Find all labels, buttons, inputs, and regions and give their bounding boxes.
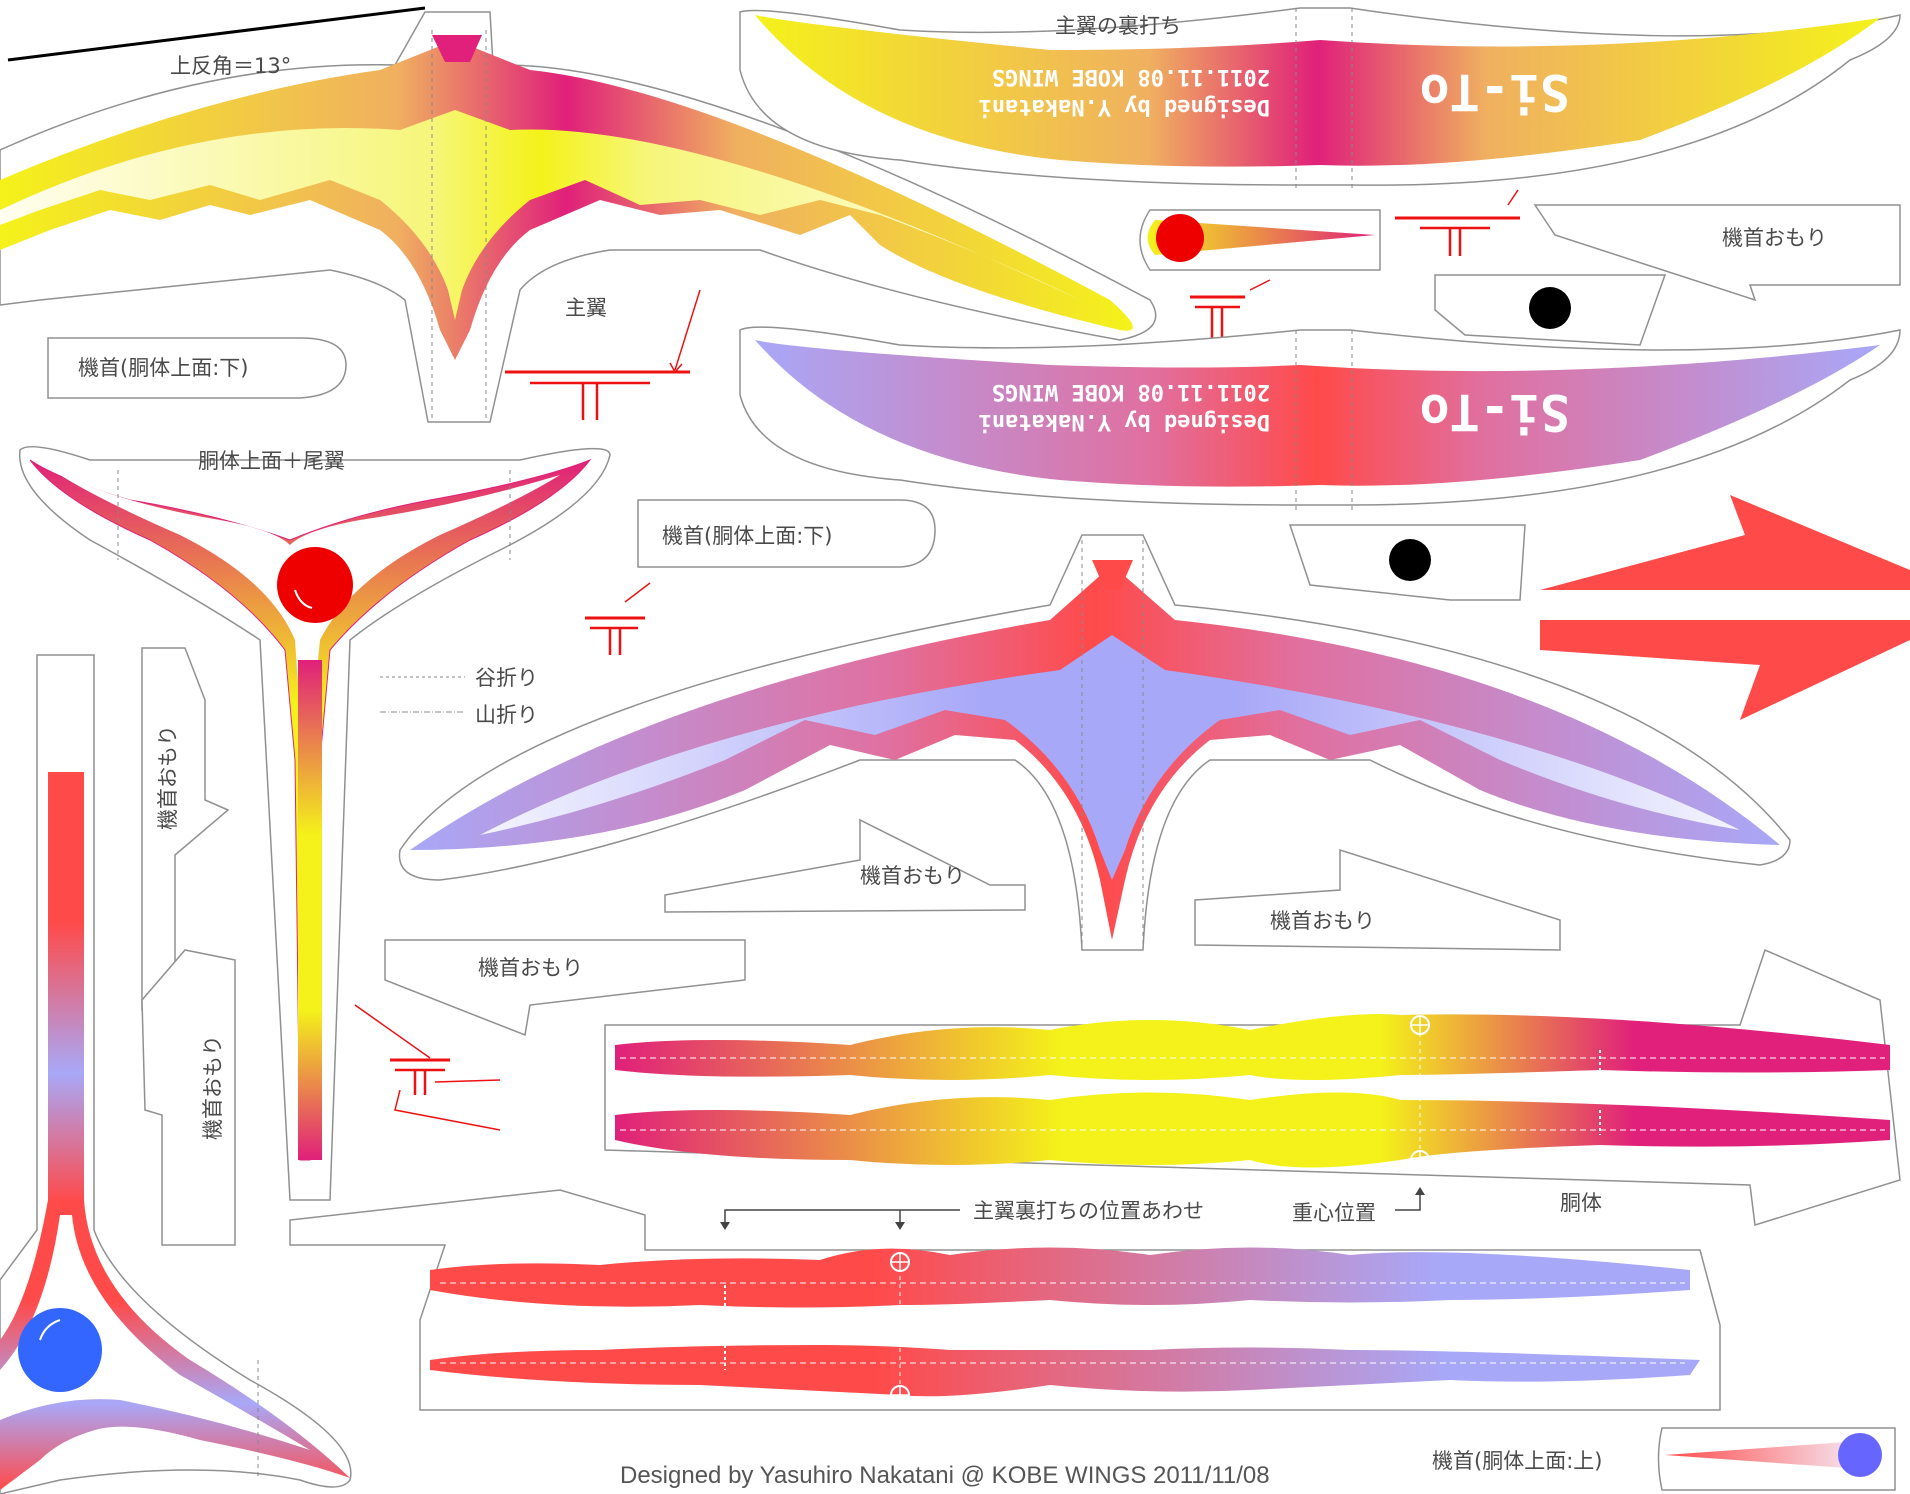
- wing-back-yellow: Si-To Designed by Y.Nakatani 2011.11.08 …: [739, 7, 1901, 190]
- svg-text:機首(胴体上面:下): 機首(胴体上面:下): [662, 524, 832, 548]
- wing-back-date-red: 2011.11.08 KOBE WINGS: [992, 379, 1270, 404]
- nose-weight-part-4: 機首おもり: [384, 939, 746, 1037]
- fuselage-label: 胴体: [1560, 1191, 1602, 1215]
- fuselage-top-tail-label: 胴体上面＋尾翼: [198, 449, 345, 473]
- valley-fold-label: 谷折り: [475, 666, 538, 690]
- wing-back-red: Si-To Designed by Y.Nakatani 2011.11.08 …: [739, 326, 1901, 510]
- svg-text:機首(胴体上面:下): 機首(胴体上面:下): [78, 356, 248, 380]
- wing-back-name-red: Si-To: [1419, 383, 1570, 441]
- nose-weight-vlabel-2: 機首おもり: [201, 1035, 225, 1140]
- dihedral-label: 上反角＝13°: [170, 54, 291, 78]
- nose-part-1: 機首(胴体上面:下): [47, 337, 347, 399]
- nose-weight-vlabel-1: 機首おもり: [156, 725, 180, 830]
- tail-arrow-red: [1540, 495, 1910, 720]
- fuselage-top-tail-yellow: [18, 445, 611, 1201]
- nose-weight-part-2: 機首おもり: [664, 818, 1026, 913]
- svg-text:機首おもり: 機首おもり: [1270, 909, 1375, 933]
- eye-part-2: [1288, 524, 1526, 601]
- eye-part-1: [1434, 274, 1667, 346]
- wing-back-designer-yellow: Designed by Y.Nakatani: [979, 94, 1270, 119]
- nose-weight-part-3: 機首おもり: [1194, 848, 1561, 951]
- fold-mark-1: [505, 289, 701, 420]
- wing-alignment-indicator: 主翼裏打ちの位置あわせ: [720, 1199, 1204, 1230]
- nose-weight-part-1: 機首おもり: [1533, 204, 1901, 302]
- designer-credit: Designed by Yasuhiro Nakatani @ KOBE WIN…: [620, 1462, 1270, 1489]
- svg-text:機首おもり: 機首おもり: [1722, 226, 1827, 250]
- cg-indicator: 重心位置: [1292, 1187, 1425, 1225]
- wing-back-name-yellow: Si-To: [1419, 63, 1570, 121]
- nose-part-3: [1657, 1427, 1896, 1491]
- wing-back-label: 主翼の裏打ち: [1055, 14, 1181, 38]
- wing-back-alignment-label: 主翼裏打ちの位置あわせ: [973, 1199, 1204, 1223]
- main-wing-red-part: [398, 534, 1791, 951]
- wing-back-date-yellow: 2011.11.08 KOBE WINGS: [992, 64, 1270, 89]
- svg-text:機首おもり: 機首おもり: [478, 956, 583, 980]
- fold-mark-4: [585, 582, 651, 655]
- nose-top-up-label: 機首(胴体上面:上): [1432, 1449, 1602, 1473]
- cg-position-label: 重心位置: [1292, 1201, 1376, 1225]
- wing-back-designer-red: Designed by Y.Nakatani: [979, 409, 1270, 434]
- fold-mark-5: [354, 1004, 501, 1131]
- nose-part-2: 機首(胴体上面:下): [637, 499, 936, 568]
- fold-mark-2: [1395, 189, 1520, 256]
- nose-part-yellow-small: [1139, 209, 1381, 271]
- fuselage-top-tail-red: [0, 654, 352, 1494]
- svg-text:機首おもり: 機首おもり: [860, 864, 965, 888]
- main-wing-label: 主翼: [565, 296, 607, 320]
- crosshair-circle-icon: [1410, 1015, 1430, 1170]
- fuselage-side-yellow: [604, 948, 1901, 1226]
- mountain-fold-label: 山折り: [475, 703, 538, 727]
- fuselage-side-red: [289, 1189, 1721, 1411]
- nose-weight-part-6: [141, 949, 236, 1246]
- fold-legend: 谷折り 山折り: [380, 666, 538, 727]
- main-wing-yellow-part: [0, 6, 1157, 423]
